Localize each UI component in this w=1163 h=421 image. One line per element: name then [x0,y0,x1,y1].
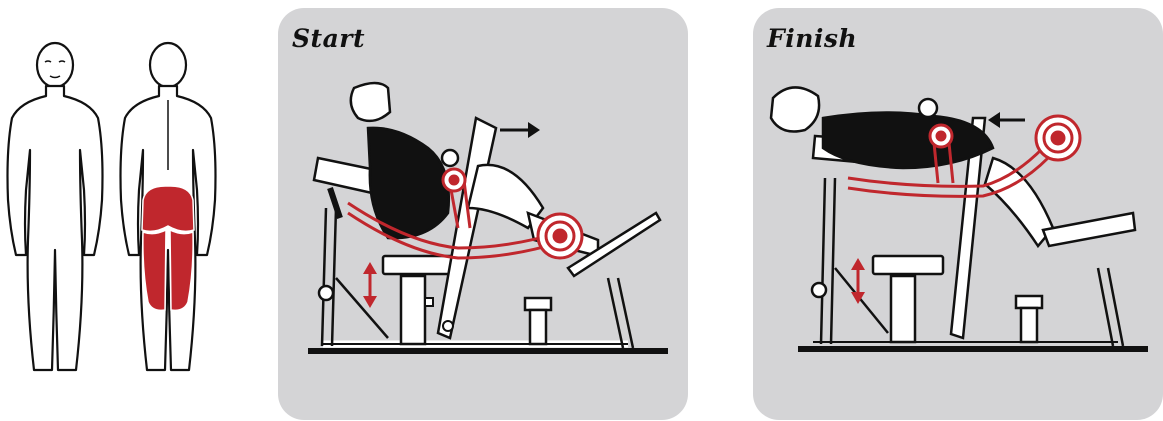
finish-panel: Finish [753,8,1163,420]
human-back-highlighted-icon [121,43,216,370]
person-figure [771,87,1135,246]
arrow-left-icon [988,112,1025,128]
start-machine-illustration [278,8,688,420]
muscle-diagram [0,40,260,385]
up-down-arrow-icon [363,262,377,308]
panel-title-finish: Finish [767,24,857,53]
up-down-arrow-icon [851,258,865,304]
human-front-outline-icon [8,43,103,370]
panel-title-start: Start [292,24,365,53]
start-panel: Start [278,8,688,420]
glute-muscles [142,186,194,231]
arrow-right-icon [500,122,540,138]
finish-machine-illustration [753,8,1163,420]
